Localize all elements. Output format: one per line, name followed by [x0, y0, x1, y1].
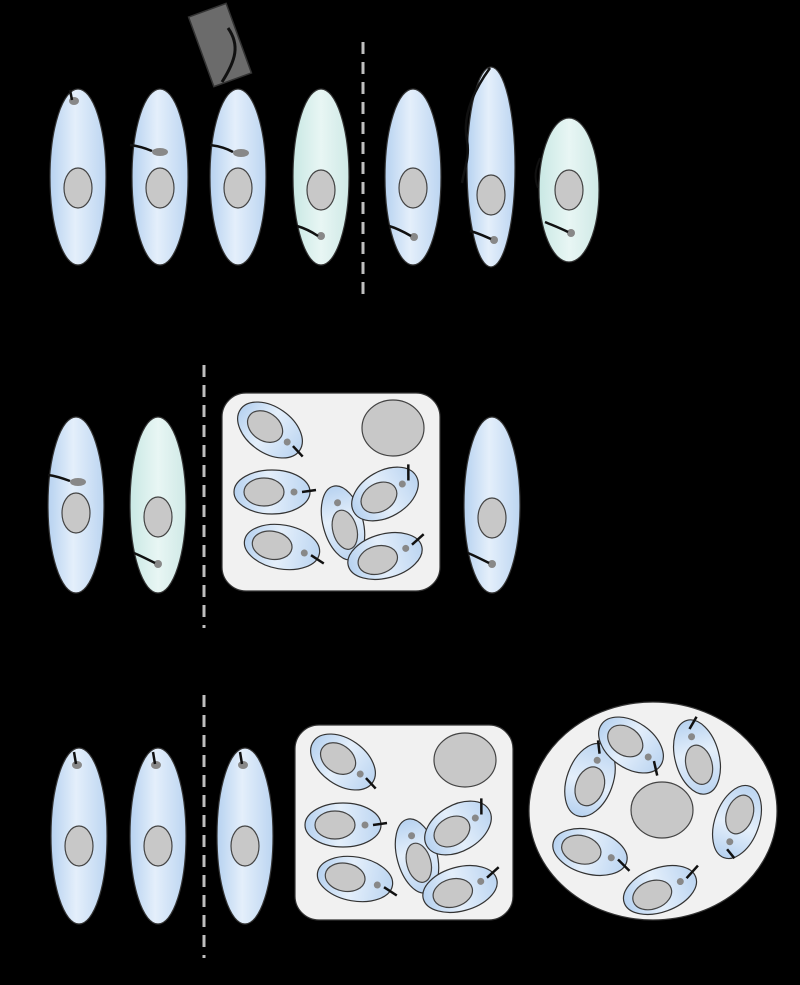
- amastigote-cell: [351, 464, 419, 522]
- amastigote-cell: [564, 740, 616, 818]
- cluster-panel: [221, 392, 441, 592]
- promastigote-cell: [384, 88, 442, 266]
- promastigote-cell: [129, 88, 189, 266]
- amastigote-cell: [310, 733, 377, 791]
- amastigote-cell: [424, 798, 492, 856]
- amastigote-cell: [422, 864, 500, 914]
- row-2: [47, 365, 521, 628]
- promastigote-cell: [216, 747, 274, 925]
- amastigote-cell: [347, 531, 425, 581]
- rosette-circle: [528, 701, 778, 921]
- amastigote-cell: [316, 855, 398, 903]
- promastigote-cell: [49, 88, 107, 266]
- promastigote-cell: [50, 747, 108, 925]
- amastigote-cell: [233, 469, 317, 515]
- promastigote-cell: [460, 66, 516, 268]
- promastigote-cell: [129, 747, 187, 925]
- promastigote-cell: [292, 88, 350, 266]
- promastigote-cell: [209, 88, 267, 266]
- promastigote-cell: [534, 117, 600, 263]
- amastigote-cell: [237, 401, 304, 459]
- amastigote-cell: [598, 716, 664, 776]
- amastigote-cell: [552, 827, 631, 877]
- amastigote-cell: [672, 716, 722, 795]
- probe-icon: [187, 2, 253, 88]
- row-3: [50, 695, 778, 958]
- promastigote-cell: [129, 416, 187, 594]
- promastigote-cell: [463, 416, 521, 594]
- promastigote-cell: [47, 416, 105, 594]
- amastigote-cell: [243, 523, 325, 571]
- cluster-panel: [294, 724, 514, 921]
- amastigote-cell: [304, 802, 388, 848]
- row-1: [49, 2, 600, 302]
- amastigote-cell: [622, 864, 699, 916]
- amastigote-cell: [711, 784, 763, 860]
